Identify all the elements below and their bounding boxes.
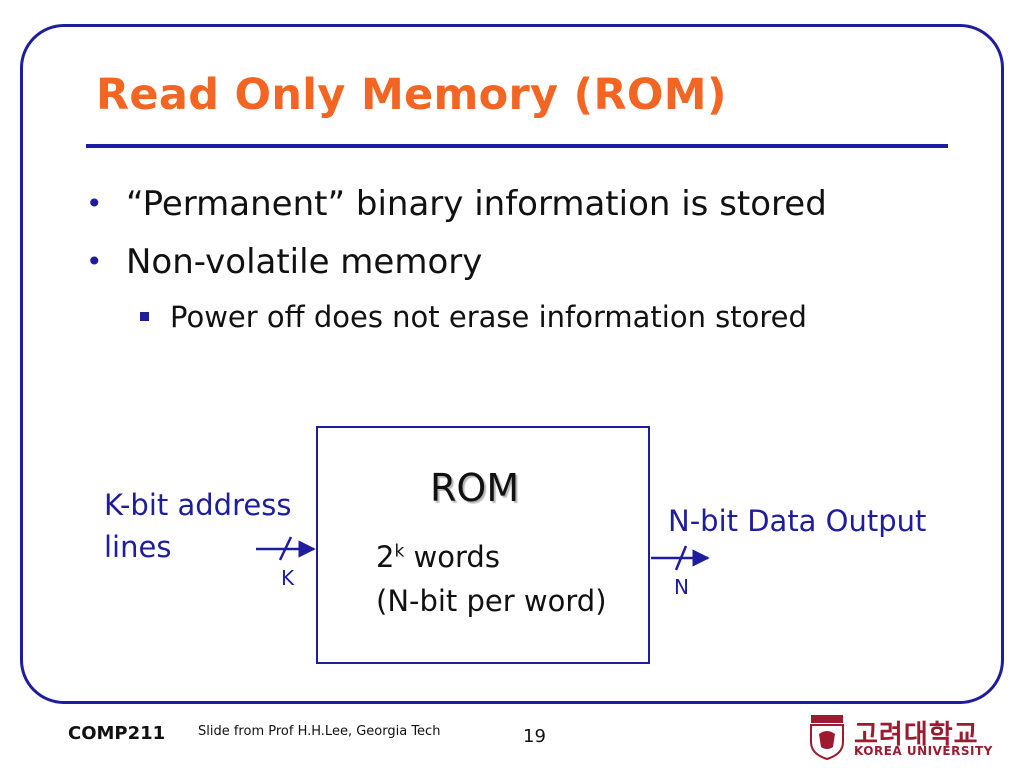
rom-word-count: 2k words	[376, 540, 500, 574]
output-label: N-bit Data Output	[668, 504, 927, 538]
footer-course: COMP211	[68, 723, 166, 744]
title-divider	[86, 144, 948, 148]
bullet-text: “Permanent” binary information is stored	[126, 184, 827, 224]
input-label-line2: lines	[104, 530, 172, 564]
sub-bullet-text: Power off does not erase information sto…	[170, 300, 807, 334]
word-count-exponent: k	[394, 541, 405, 562]
input-bus-width: K	[281, 566, 295, 590]
page-number: 19	[523, 726, 546, 747]
square-bullet-icon	[140, 312, 149, 321]
bullet-dot-icon: •	[86, 187, 103, 220]
slide-title: Read Only Memory (ROM)	[96, 70, 727, 120]
slide-frame	[20, 24, 1004, 704]
input-label-line1: K-bit address	[104, 488, 292, 522]
rom-block-label: ROM	[430, 466, 520, 510]
bullet-dot-icon: •	[86, 245, 103, 278]
rom-block	[316, 426, 650, 664]
word-count-base: 2	[376, 540, 395, 574]
logo-english-text: KOREA UNIVERSITY	[854, 744, 993, 758]
rom-word-width: (N-bit per word)	[376, 584, 607, 618]
bullet-text: Non-volatile memory	[126, 242, 483, 282]
logo-korean-text: 고려대학교	[854, 720, 979, 750]
university-emblem-icon	[810, 715, 844, 760]
output-bus-width: N	[674, 575, 689, 599]
word-count-suffix: words	[404, 540, 500, 574]
bullet-list: • “Permanent” binary information is stor…	[86, 176, 986, 342]
sub-bullet-item: Power off does not erase information sto…	[86, 292, 986, 342]
korea-university-logo: 고려대학교 KOREA UNIVERSITY	[810, 714, 1010, 764]
bullet-item: • Non-volatile memory	[86, 234, 986, 292]
footer-credit: Slide from Prof H.H.Lee, Georgia Tech	[198, 724, 441, 739]
bullet-item: • “Permanent” binary information is stor…	[86, 176, 986, 234]
